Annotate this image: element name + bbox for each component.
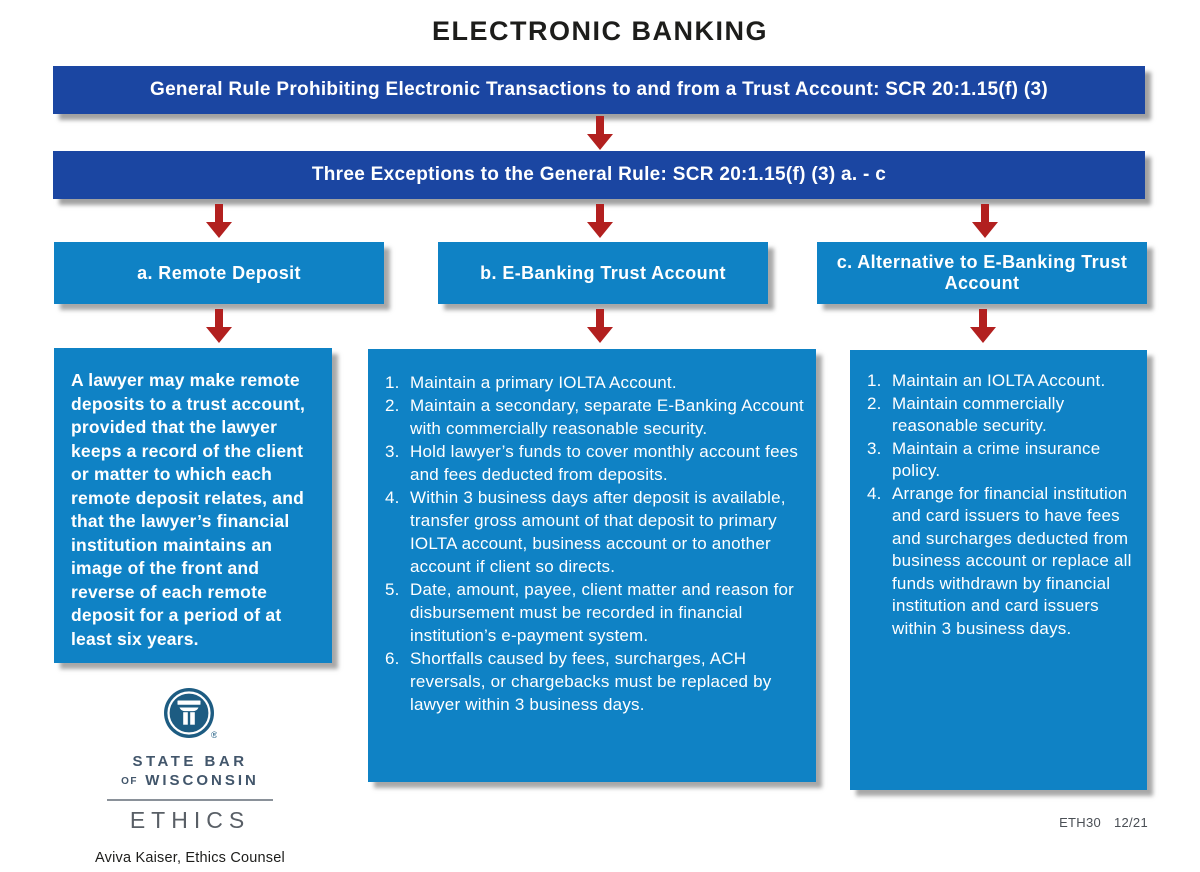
list-item: 6. Shortfalls caused by fees, surcharges,… (380, 647, 804, 716)
down-arrow-icon (587, 116, 613, 150)
remote-deposit-detail-box: A lawyer may make remote deposits to a t… (54, 348, 332, 663)
list-item: 4. Arrange for financial institution and … (862, 483, 1139, 641)
list-item-text: Maintain a secondary, separate E-Banking… (410, 396, 804, 438)
exception-c-header-label: c. Alternative to E-Banking Trust Accoun… (836, 252, 1128, 293)
exception-b-header: b. E-Banking Trust Account (438, 242, 768, 304)
document-reference: ETH30 12/21 (1059, 815, 1148, 830)
exceptions-banner: Three Exceptions to the General Rule: SC… (53, 151, 1145, 199)
list-item-text: Maintain commercially reasonable securit… (892, 393, 1065, 436)
remote-deposit-paragraph: A lawyer may make remote deposits to a t… (71, 370, 306, 649)
exception-c-header: c. Alternative to E-Banking Trust Accoun… (817, 242, 1147, 304)
column-in-circle-icon: ® (163, 686, 218, 742)
list-item-number: 2. (867, 393, 882, 413)
list-item-text: Hold lawyer’s funds to cover monthly acc… (410, 442, 799, 484)
down-arrow-icon (972, 204, 998, 238)
ebanking-detail-box: 1. Maintain a primary IOLTA Account. 2. Mai… (368, 349, 816, 782)
exceptions-banner-label: Three Exceptions to the General Rule: SC… (311, 164, 887, 185)
down-arrow-icon (587, 204, 613, 238)
svg-text:®: ® (211, 730, 217, 740)
list-item-number: 4. (385, 488, 400, 507)
list-item-text: Within 3 business days after deposit is … (410, 488, 786, 576)
list-item-text: Maintain an IOLTA Account. (892, 371, 1106, 390)
list-item-number: 6. (385, 649, 400, 668)
org-name-of: OF (121, 776, 139, 787)
list-item: 2. Maintain a secondary, separate E-Banki… (380, 394, 804, 440)
list-item-number: 4. (867, 483, 882, 503)
list-item-text: Arrange for financial institution and ca… (892, 483, 1132, 638)
down-arrow-icon (206, 309, 232, 343)
general-rule-banner-label: General Rule Prohibiting Electronic Tran… (149, 79, 1049, 100)
org-name-wisconsin: WISCONSIN (145, 772, 259, 789)
down-arrow-icon (970, 309, 996, 343)
exception-a-header: a. Remote Deposit (54, 242, 384, 304)
list-item: 2. Maintain commercially reasonable secur… (862, 393, 1139, 438)
list-item: 4. Within 3 business days after deposit i… (380, 486, 804, 578)
list-item: 1. Maintain an IOLTA Account. (862, 370, 1139, 393)
list-item-number: 3. (867, 438, 882, 458)
list-item-text: Maintain a crime insurance policy. (892, 438, 1101, 481)
list-item-number: 1. (867, 371, 882, 390)
alternative-list: 1. Maintain an IOLTA Account. 2. Maintain c… (862, 370, 1139, 640)
list-item: 5. Date, amount, payee, client matter and… (380, 578, 804, 647)
list-item: 1. Maintain a primary IOLTA Account. (380, 371, 804, 394)
list-item-number: 3. (385, 442, 400, 461)
logo-divider (107, 799, 273, 801)
list-item-number: 1. (385, 373, 400, 392)
down-arrow-icon (206, 204, 232, 238)
page-title: ELECTRONIC BANKING (432, 16, 768, 46)
list-item-text: Date, amount, payee, client matter and r… (410, 580, 795, 645)
state-bar-logo: ® STATE BAR OF WISCONSIN ETHICS Aviva Ka… (70, 686, 310, 866)
list-item: 3. Hold lawyer’s funds to cover monthly a… (380, 440, 804, 486)
division-label: ETHICS (129, 807, 251, 833)
exception-a-header-label: a. Remote Deposit (137, 262, 301, 283)
list-item-text: Shortfalls caused by fees, surcharges, A… (410, 649, 772, 714)
list-item: 3. Maintain a crime insurance policy. (862, 438, 1139, 483)
ebanking-list: 1. Maintain a primary IOLTA Account. 2. Mai… (380, 371, 804, 716)
exception-b-header-label: b. E-Banking Trust Account (480, 262, 726, 283)
general-rule-banner: General Rule Prohibiting Electronic Tran… (53, 66, 1145, 114)
list-item-number: 2. (385, 396, 400, 415)
down-arrow-icon (587, 309, 613, 343)
doc-date: 12/21 (1113, 815, 1148, 830)
alternative-detail-box: 1. Maintain an IOLTA Account. 2. Maintain c… (850, 350, 1147, 790)
doc-code: ETH30 (1059, 815, 1102, 830)
org-name-line1: STATE BAR (132, 753, 248, 770)
list-item-text: Maintain a primary IOLTA Account. (410, 373, 677, 392)
list-item-number: 5. (385, 580, 400, 599)
org-name-line2: OF WISCONSIN (70, 772, 310, 789)
credit-line: Aviva Kaiser, Ethics Counsel (95, 850, 285, 866)
